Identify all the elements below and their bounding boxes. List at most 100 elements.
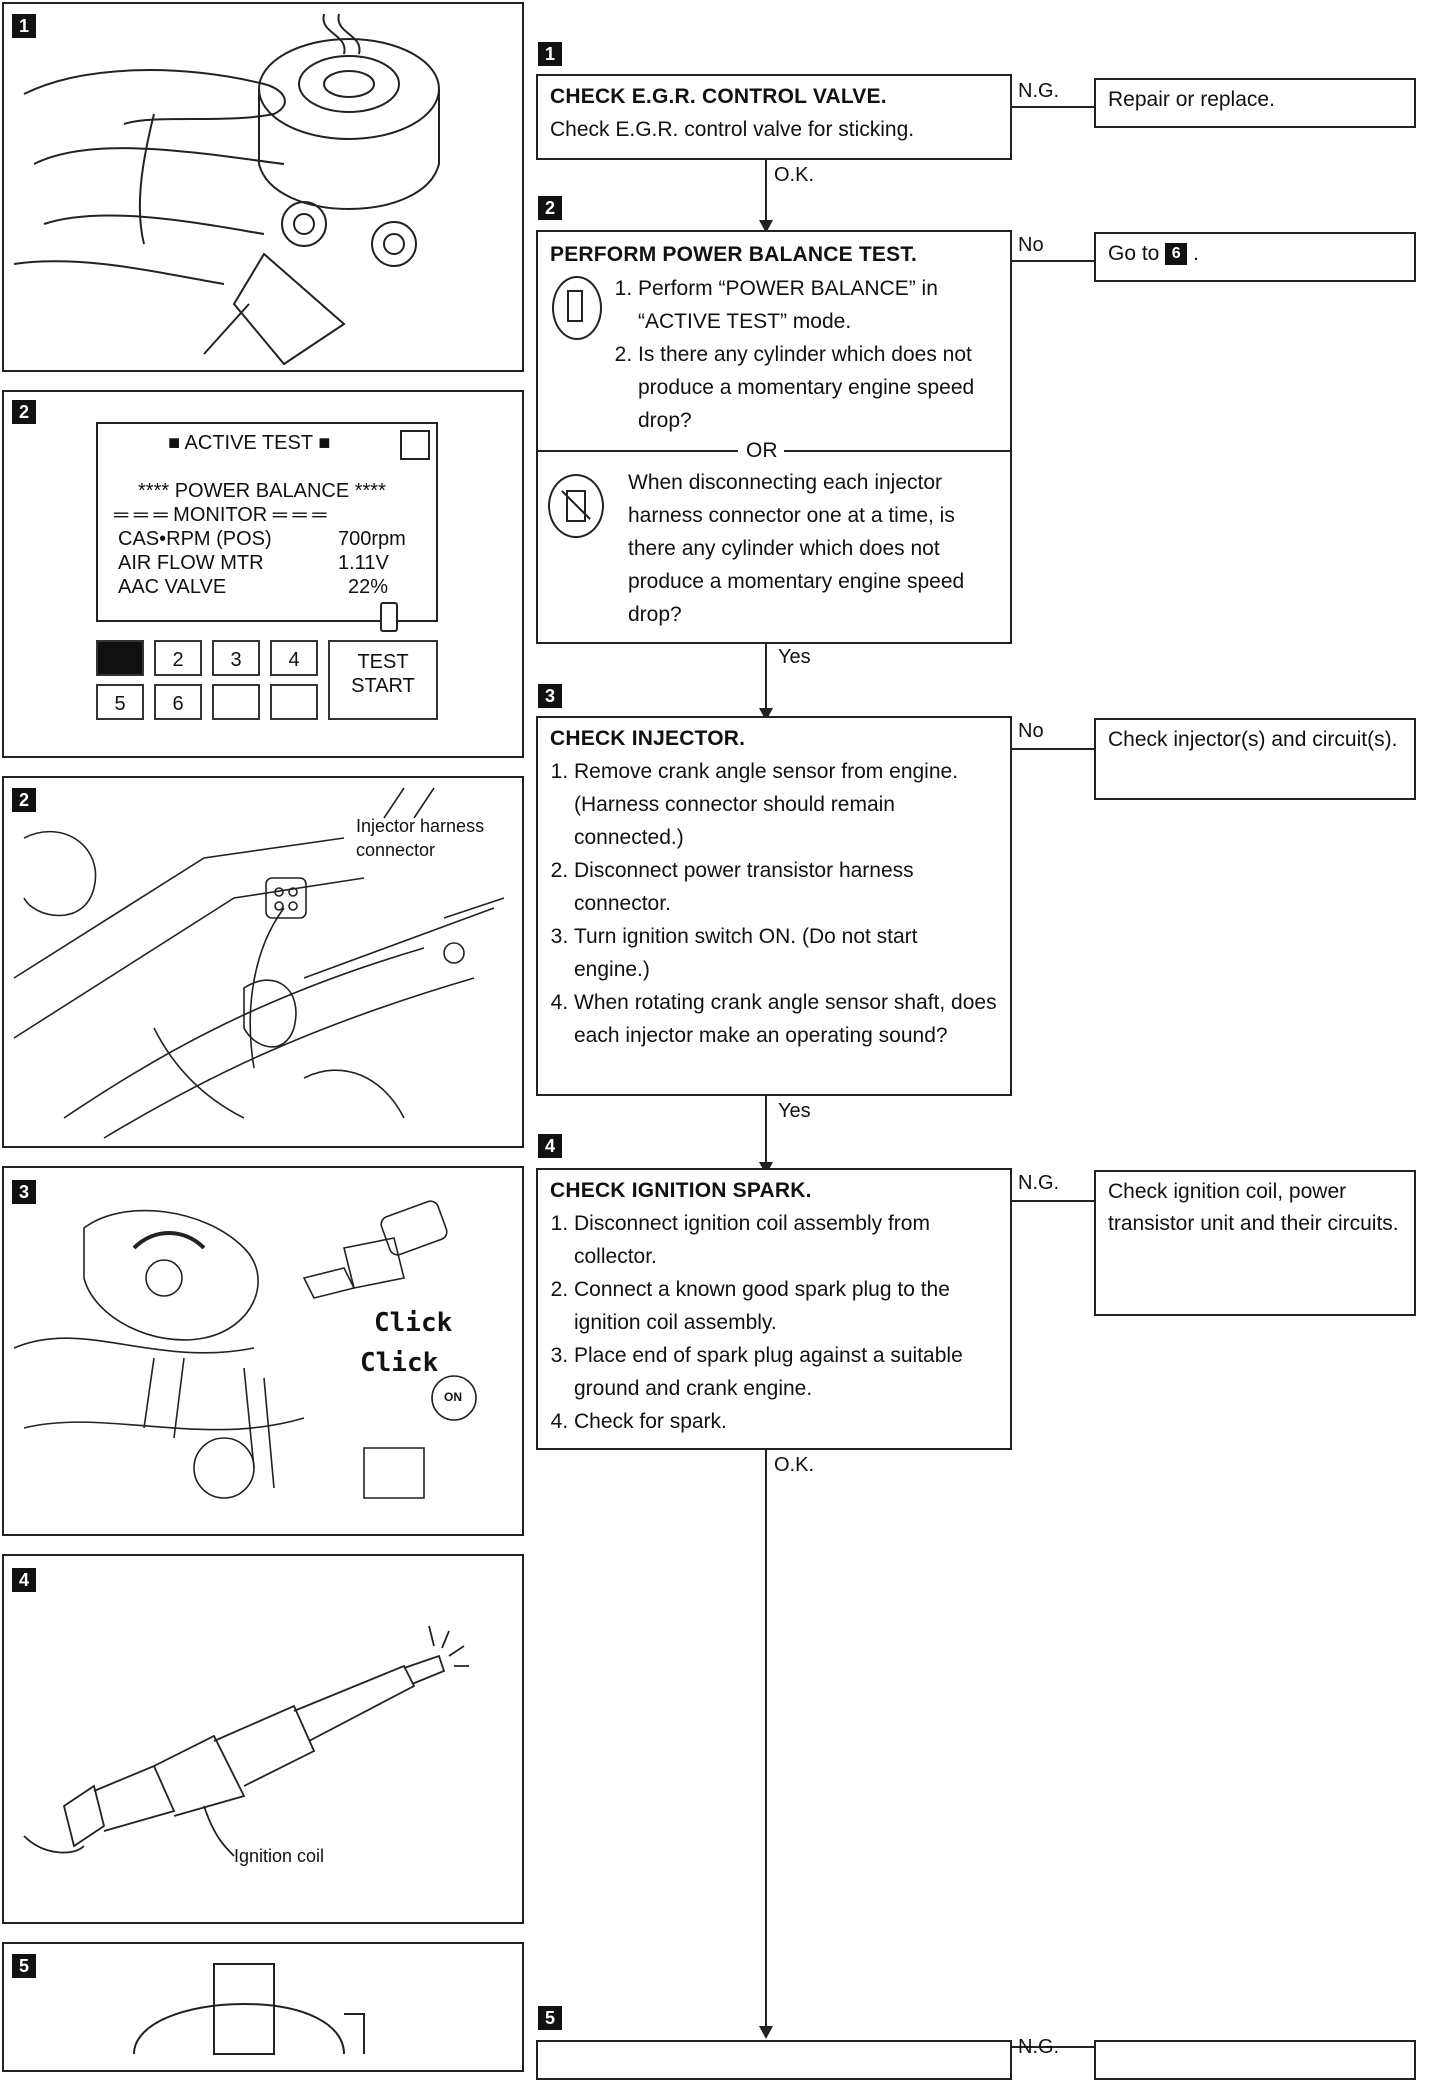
check-egr-title: CHECK E.G.R. CONTROL VALVE. xyxy=(550,85,887,108)
cylinder-button-blank-2[interactable] xyxy=(270,684,318,720)
flow-step-badge-1: 1 xyxy=(538,42,562,66)
step5-illustration xyxy=(133,1963,365,2055)
cylinder-button-6[interactable]: 6 xyxy=(154,684,202,720)
test-start-line-1: TEST xyxy=(357,651,409,673)
egr-valve-illustration xyxy=(13,13,440,366)
step1-down-arrow xyxy=(759,220,773,233)
check-injector-title: CHECK INJECTOR. xyxy=(550,727,746,750)
screen-row-1-value: 700rpm xyxy=(338,528,406,550)
illustration-panel-1: 1 xyxy=(2,2,524,372)
step3-branch-line xyxy=(1012,748,1096,750)
check-injector-step-2: Disconnect power transistor harness conn… xyxy=(574,854,998,920)
pointer-hand-icon xyxy=(380,602,398,632)
step1-branch-label: N.G. xyxy=(1018,80,1060,102)
power-balance-step-1: Perform “POWER BALANCE” in “ACTIVE TEST”… xyxy=(638,272,1018,338)
screen-header: ■ ACTIVE TEST ■ xyxy=(168,432,331,454)
step4-branch-line xyxy=(1012,1200,1096,1202)
illustration-panel-2: 2 ■ ACTIVE TEST ■ **** POWER BALANCE ***… xyxy=(2,390,524,758)
check-ignition-spark-box: CHECK IGNITION SPARK. Disconnect ignitio… xyxy=(536,1168,1012,1450)
power-balance-title: PERFORM POWER BALANCE TEST. xyxy=(550,243,918,266)
no-tools-icon xyxy=(548,474,604,538)
cylinder-button-5[interactable]: 5 xyxy=(96,684,144,720)
go-to-step-badge[interactable]: 6 xyxy=(1165,243,1188,266)
step-badge-4: 4 xyxy=(12,1568,36,1592)
step2-branch-line xyxy=(1012,260,1096,262)
check-ignition-step-1: Disconnect ignition coil assembly from c… xyxy=(574,1207,998,1273)
step5-branch-line xyxy=(1012,2046,1096,2048)
check-ignition-spark-title: CHECK IGNITION SPARK. xyxy=(550,1179,812,1202)
click-label-2: Click xyxy=(360,1348,439,1378)
ignition-coil-label: Ignition coil xyxy=(234,1846,325,1866)
screen-monitor: ═ ═ ═ MONITOR ═ ═ ═ xyxy=(114,504,327,526)
step5-branch-label: N.G. xyxy=(1018,2036,1060,2058)
screen-row-2-label: AIR FLOW MTR xyxy=(118,552,264,574)
cylinder-button-4[interactable]: 4 xyxy=(270,640,318,676)
spark-plug-illustration xyxy=(23,1625,469,1857)
injector-harness-label-1: Injector harness xyxy=(356,816,485,836)
power-balance-step-2: Is there any cylinder which does not pro… xyxy=(638,338,1018,437)
power-balance-box: PERFORM POWER BALANCE TEST. Perform “POW… xyxy=(536,230,1012,644)
screen-checkbox xyxy=(400,430,430,460)
engine-injector-illustration xyxy=(13,787,505,1139)
illustration-panel-4: 3 Click Click ON xyxy=(2,1166,524,1536)
go-to-6-box: Go to 6 . xyxy=(1094,232,1416,282)
step3-yes-label: Yes xyxy=(778,1100,811,1122)
cylinder-button-3[interactable]: 3 xyxy=(212,640,260,676)
injector-harness-label-2: connector xyxy=(356,840,436,860)
check-ignition-coil-box: Check ignition coil, power transistor un… xyxy=(1094,1170,1416,1316)
screen-subtitle: **** POWER BALANCE **** xyxy=(138,480,386,502)
step-badge-2b: 2 xyxy=(12,788,36,812)
click-label-1: Click xyxy=(374,1308,453,1338)
test-start-line-2: START xyxy=(351,675,415,697)
illustration-panel-5: 4 Ignition coil xyxy=(2,1554,524,1924)
ignition-key-on-label: ON xyxy=(444,1390,462,1404)
check-injector-circuit-box: Check injector(s) and circuit(s). xyxy=(1094,718,1416,800)
step3-down-line xyxy=(765,1096,767,1168)
step-badge-1: 1 xyxy=(12,14,36,38)
screen-row-1-label: CAS•RPM (POS) xyxy=(118,528,272,550)
cylinder-button-2[interactable]: 2 xyxy=(154,640,202,676)
power-balance-steps: Perform “POWER BALANCE” in “ACTIVE TEST”… xyxy=(616,272,1018,437)
check-injector-step-1: Remove crank angle sensor from engine. (… xyxy=(574,755,998,854)
repair-replace-box: Repair or replace. xyxy=(1094,78,1416,128)
go-to-prefix: Go to xyxy=(1108,242,1160,265)
check-ignition-step-2: Connect a known good spark plug to the i… xyxy=(574,1273,998,1339)
step1-down-line xyxy=(765,160,767,224)
step-badge-5: 5 xyxy=(12,1954,36,1978)
screen-row-3-label: AAC VALVE xyxy=(118,576,227,598)
cylinder-button-blank-1[interactable] xyxy=(212,684,260,720)
check-ignition-step-4: Check for spark. xyxy=(574,1405,998,1438)
illustration-panel-3: 2 Injector harness connector xyxy=(2,776,524,1148)
screen-row-2-value: 1.11V xyxy=(338,552,389,574)
check-ignition-steps: Disconnect ignition coil assembly from c… xyxy=(550,1207,998,1438)
step1-ok-label: O.K. xyxy=(774,164,815,186)
go-to-period: . xyxy=(1193,242,1199,265)
check-injector-steps: Remove crank angle sensor from engine. (… xyxy=(550,755,998,1052)
step4-branch-label: N.G. xyxy=(1018,1172,1060,1194)
flow-step-badge-3: 3 xyxy=(538,684,562,708)
check-egr-valve-box: CHECK E.G.R. CONTROL VALVE. Check E.G.R.… xyxy=(536,74,1012,160)
step1-branch-line xyxy=(1012,106,1096,108)
or-divider-left xyxy=(538,450,738,452)
check-egr-text: Check E.G.R. control valve for sticking. xyxy=(550,118,915,141)
or-divider-right xyxy=(784,450,1012,452)
step5-box xyxy=(536,2040,1012,2080)
step5-result-box xyxy=(1094,2040,1416,2080)
step4-down-arrow xyxy=(759,2026,773,2039)
step4-ok-label: O.K. xyxy=(774,1454,815,1476)
crank-angle-sensor-illustration xyxy=(13,1200,477,1499)
flow-step-badge-2: 2 xyxy=(538,196,562,220)
or-label: OR xyxy=(746,439,778,462)
test-start-button[interactable]: TEST START xyxy=(328,640,438,720)
step2-yes-label: Yes xyxy=(778,646,811,668)
step-badge-3: 3 xyxy=(12,1180,36,1204)
step2-down-line xyxy=(765,644,767,712)
alt-method-text: When disconnecting each injector harness… xyxy=(628,471,965,626)
step4-down-line xyxy=(765,1450,767,2030)
step3-branch-label: No xyxy=(1018,720,1044,742)
step-badge-2: 2 xyxy=(12,400,36,424)
cylinder-button-1[interactable]: 1 xyxy=(96,640,144,676)
check-ignition-step-3: Place end of spark plug against a suitab… xyxy=(574,1339,998,1405)
check-injector-step-4: When rotating crank angle sensor shaft, … xyxy=(574,986,998,1052)
check-injector-step-3: Turn ignition switch ON. (Do not start e… xyxy=(574,920,998,986)
